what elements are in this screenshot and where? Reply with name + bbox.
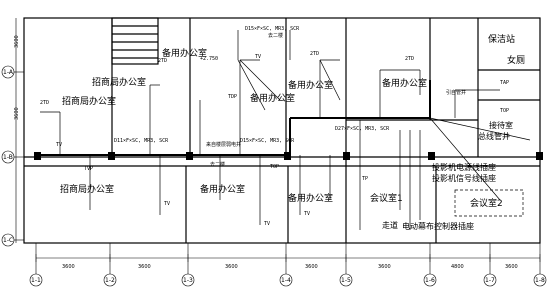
room-jiedai: 接待室 — [489, 120, 513, 130]
dim-2: 3600 — [225, 264, 238, 270]
room-huiyi2: 会议室2 — [470, 197, 503, 209]
room-zhaoshang-top2: 招商局办公室 — [62, 95, 116, 107]
axis-bottom-2: 1-3 — [183, 277, 193, 284]
device-top: TOP — [500, 108, 509, 114]
device-labels: 2TD 2TD TDP TV 2TD 2TD +2.750 TAP TOP TV… — [40, 51, 509, 227]
dim-6: 3600 — [505, 264, 518, 270]
device-2td-1: 2TD — [40, 100, 49, 106]
conference-room-2-zone — [454, 189, 524, 217]
axis-bottom-5: 1-6 — [425, 277, 435, 284]
device-2td-4: 2TD — [405, 56, 414, 62]
dim-4: 3600 — [378, 264, 391, 270]
room-huiyi1: 会议室1 — [370, 192, 403, 204]
room-beiyong-top3: 备用办公室 — [288, 79, 333, 91]
label-touying1: 投影机电源线插座 — [432, 162, 496, 172]
cable-label-1: D15×F×SC, MR3, SCR — [245, 26, 300, 32]
room-baojie: 保洁站 — [488, 33, 515, 45]
device-tdp-1: TDP — [228, 94, 237, 100]
device-tv-3: TV — [164, 201, 170, 207]
axis-bottom-1: 1-2 — [105, 277, 115, 284]
branch-cables — [40, 30, 531, 230]
room-beiyong-bottom1: 备用办公室 — [200, 183, 245, 195]
dim-5: 4800 — [451, 264, 464, 270]
axis-bottom-0: 1-1 — [31, 277, 41, 284]
cable-label-5: D27×F×SC, MR3, SCR — [335, 126, 390, 132]
axis-left-2: 1-C — [3, 237, 13, 244]
room-beiyong-bottom2: 备用办公室 — [288, 192, 333, 204]
device-2td-2: 2TD — [158, 58, 167, 64]
device-tv-5: TV — [304, 211, 310, 217]
axis-bottom-3: 1-4 — [281, 277, 291, 284]
dim-3: 3600 — [305, 264, 318, 270]
room-nvce: 女厕 — [507, 54, 525, 66]
cable-label-6: 来自楼层弱电井 — [206, 141, 241, 148]
dimension-bottom — [35, 254, 541, 262]
axis-bottom-7: 1-8 — [535, 277, 545, 284]
dim-1: 3600 — [138, 264, 151, 270]
device-tv-2: TV — [56, 142, 62, 148]
cable-label-7: 去二楼 — [210, 161, 225, 168]
dim-0: 3600 — [62, 264, 75, 270]
label-zhenjian: 走道 — [382, 220, 398, 230]
device-tvp: TVP — [84, 166, 93, 172]
axis-left-0: 1-A — [3, 69, 14, 76]
room-beiyong-top2: 备用办公室 — [250, 92, 295, 104]
device-tap: TAP — [500, 80, 509, 86]
axis-markers-left — [1, 18, 24, 247]
room-beiyong-top4: 备用办公室 — [382, 77, 427, 89]
left-dim-0: 3600 — [14, 35, 20, 48]
axis-markers-bottom — [29, 243, 547, 287]
trunk-cables — [40, 80, 431, 156]
label-dongmu: 电动幕布控制器插座 — [402, 221, 474, 231]
device-tv-4: TV — [264, 221, 270, 227]
cable-label-3: D11×F×SC, MR3, SCR — [114, 138, 169, 144]
axis-bottom-6: 1-7 — [485, 277, 495, 284]
room-zhaoshang-bottom: 招商局办公室 — [60, 183, 114, 195]
cable-label-8: 引自管井 — [446, 89, 466, 96]
device-2td-3: 2TD — [310, 51, 319, 57]
device-top-2: TOP — [270, 164, 279, 170]
walls — [23, 17, 541, 244]
cable-label-2: 去二楼 — [268, 32, 283, 39]
room-guanli: 总线管井 — [478, 131, 510, 141]
room-beiyong-top1: 备用办公室 — [162, 47, 207, 59]
label-touying2: 投影机信号线插座 — [432, 173, 496, 183]
cable-label-4: D15×F×SC, MR3, SCR — [240, 138, 295, 144]
device-tp-1: TP — [362, 176, 368, 182]
axis-bottom-4: 1-5 — [341, 277, 351, 284]
room-zhaoshang-top1: 招商局办公室 — [92, 76, 146, 88]
device-elev: +2.750 — [200, 56, 218, 62]
device-tv-1: TV — [255, 54, 261, 60]
axis-left-1: 1-B — [3, 154, 13, 161]
left-dim-1: 3600 — [14, 107, 20, 120]
